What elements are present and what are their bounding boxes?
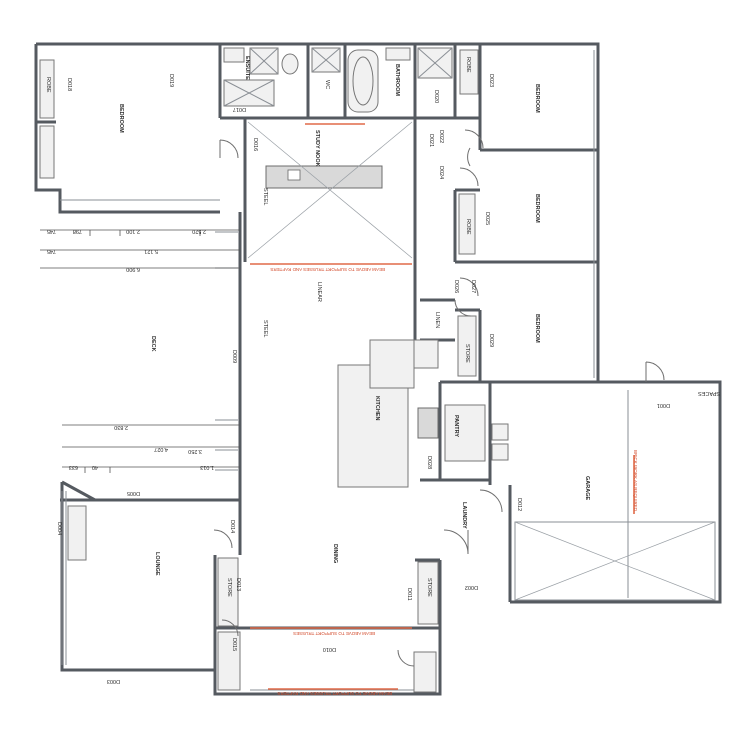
garage-brick-note: BRICK WORK AS REQUIRED: [633, 450, 638, 512]
door-d004: D004: [56, 522, 62, 535]
door-d023: D023: [488, 74, 494, 87]
dim-40: 40: [92, 464, 98, 470]
room-bedroom-2: BEDROOM: [534, 84, 540, 113]
room-kitchen: KITCHEN: [374, 396, 380, 420]
door-d017: D017: [233, 106, 246, 112]
dimension-values: 2.100 6.900 5.121 2.830 4.027 1.013 633 …: [47, 228, 214, 470]
door-d024: D024: [438, 166, 444, 179]
dim-3250: 3.250: [188, 448, 202, 454]
door-d019: D019: [168, 74, 174, 87]
door-swings: [213, 129, 665, 667]
room-robe-2: ROBE: [465, 219, 471, 235]
door-d029: D029: [488, 334, 494, 347]
door-d001: D001: [657, 402, 670, 408]
room-ensuite: ENSUITE: [244, 56, 250, 80]
dim-745a: 745: [47, 228, 56, 234]
dim-2100: 2.100: [126, 228, 140, 234]
linear-label: LINEAR: [316, 282, 322, 302]
door-d014: D014: [229, 520, 235, 533]
room-robe-3: ROBE: [465, 57, 471, 73]
room-robe-1: ROBE: [45, 77, 51, 93]
room-labels: BEDROOM BEDROOM BEDROOM BEDROOM ENSUITE …: [45, 56, 720, 597]
room-store-3: STORE: [226, 578, 232, 597]
bathroom-fixtures: [223, 47, 453, 113]
kitchen-fixtures: [337, 339, 509, 488]
door-d022: D022: [438, 130, 444, 143]
room-store-2: STORE: [426, 578, 432, 597]
beam-note-corridor: BEAM ABOVE TO SUPPORT TRUSSES AND RAFTER…: [270, 267, 385, 272]
door-d021: D021: [428, 134, 434, 147]
dim-745b: 745: [47, 248, 56, 254]
spaces-label: SPACES: [698, 390, 720, 396]
door-d009: D009: [231, 350, 237, 363]
room-bedroom-3: BEDROOM: [534, 194, 540, 223]
door-d026: D026: [453, 280, 459, 293]
door-d025: D025: [484, 212, 490, 225]
room-laundry: LAUNDRY: [461, 502, 467, 529]
door-d028: D028: [426, 456, 432, 469]
beam-note-bottom: BEAM ABOVE TO SUPPORT TRUSSES AND RAFTER…: [277, 691, 392, 696]
door-d027: D027: [470, 280, 476, 293]
garage-fixtures: [514, 390, 716, 601]
beam-note-dining: BEAM ABOVE TO SUPPORT TRUSSES: [293, 631, 375, 636]
room-wc: WC: [324, 80, 330, 89]
door-d002: D002: [465, 584, 478, 590]
room-bedroom-4: BEDROOM: [534, 314, 540, 343]
dim-4027: 4.027: [154, 446, 168, 452]
door-d005: D005: [127, 490, 140, 496]
dim-2830: 2.830: [114, 424, 128, 430]
room-deck: DECK: [150, 336, 156, 352]
dimension-lines: [40, 229, 240, 473]
room-linen: LINEN: [434, 312, 440, 328]
door-d020: D020: [433, 90, 439, 103]
room-bathroom: BATHROOM: [394, 64, 400, 96]
window-lines: [60, 50, 595, 691]
interior-walls: [36, 44, 598, 630]
dim-5121: 5.121: [144, 248, 158, 254]
steel-label-1: STEEL: [262, 188, 268, 205]
dim-2520: 2.520: [192, 228, 206, 234]
door-d013: D013: [235, 578, 241, 591]
dim-633: 633: [69, 464, 78, 470]
room-bedroom-1: BEDROOM: [118, 104, 124, 133]
room-study-nook: STUDY NOOK: [314, 130, 320, 167]
door-d003: D003: [107, 678, 120, 684]
door-d016: D016: [252, 138, 258, 151]
dim-6900: 6.900: [126, 266, 140, 272]
dim-798: 798: [73, 228, 82, 234]
room-store-1: STORE: [464, 344, 470, 363]
study-nook-desk: [247, 121, 413, 259]
room-lounge: LOUNGE: [154, 552, 160, 576]
steel-label-2: STEEL: [262, 320, 268, 337]
door-d011: D011: [406, 588, 412, 601]
door-codes: D018 D019 D017 D020 D021 D022 D023 D016 …: [56, 74, 670, 684]
door-d010: D010: [323, 646, 336, 652]
room-dining: DINING: [332, 544, 338, 563]
dim-1013: 1.013: [200, 464, 214, 470]
beam-notes: BEAM ABOVE TO SUPPORT TRUSSES AND RAFTER…: [250, 123, 638, 696]
robes: [39, 49, 479, 693]
door-d018: D018: [66, 78, 72, 91]
door-d012: D012: [516, 498, 522, 511]
door-d015: D015: [231, 638, 237, 651]
room-garage: GARAGE: [584, 476, 590, 500]
room-pantry: PANTRY: [453, 415, 459, 437]
